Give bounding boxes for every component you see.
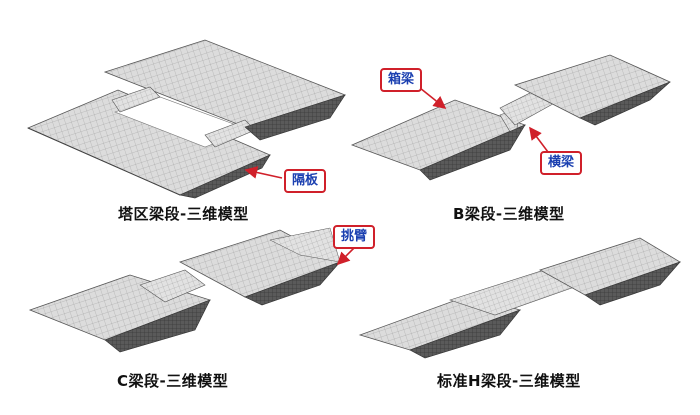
panel-caption-tower: 塔区梁段-三维模型 — [118, 205, 249, 223]
diaphragm-arrow — [244, 166, 283, 179]
b-segment-model — [350, 54, 672, 181]
c-segment-model — [28, 227, 341, 353]
panel-caption-h: 标准H梁段-三维模型 — [437, 372, 581, 390]
callout-cantilever: 挑臂 — [333, 225, 376, 249]
callout-box-girder: 箱梁 — [380, 68, 423, 92]
panel-caption-c: C梁段-三维模型 — [117, 372, 229, 390]
callout-diaphragm: 隔板 — [284, 169, 327, 193]
h-segment-model — [358, 237, 681, 359]
panel-caption-b: B梁段-三维模型 — [453, 205, 565, 223]
tower-segment-model — [26, 39, 347, 199]
cross-beam-arrow — [529, 126, 549, 153]
callout-cross-beam: 横梁 — [540, 151, 583, 175]
cantilever-arrow — [336, 246, 356, 266]
box-girder-arrow — [419, 87, 447, 109]
